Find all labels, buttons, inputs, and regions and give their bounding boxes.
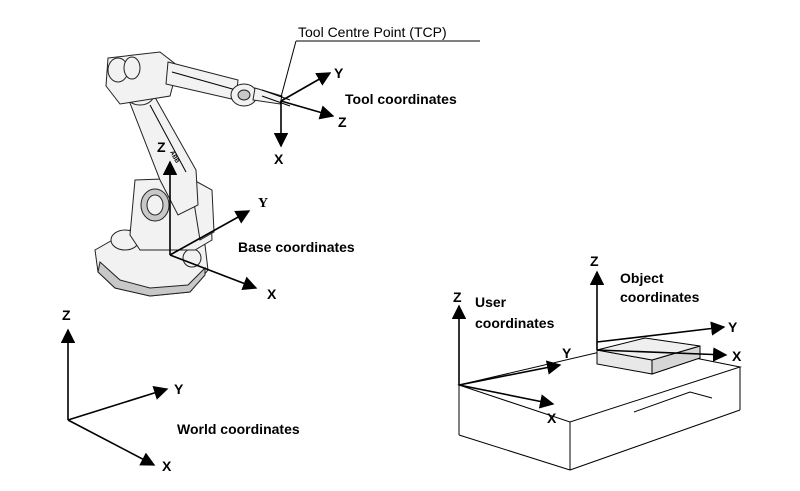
user-coordinates: Z Y X User coordinates: [451, 289, 572, 426]
tool-z-axis: [280, 100, 335, 120]
table-front-edge: [458, 434, 571, 471]
user-coordinates-label-line2: coordinates: [475, 315, 555, 331]
user-y-axis: [458, 360, 562, 386]
tcp-label: Tool Centre Point (TCP): [298, 24, 447, 40]
object-x-axis: [596, 347, 728, 362]
world-z-label: Z: [62, 307, 71, 323]
base-x-label: X: [267, 286, 277, 302]
user-x-label: X: [547, 410, 557, 426]
table-right-edge: [569, 409, 741, 471]
base-y-axis: [169, 210, 251, 256]
user-coordinates-label-line1: User: [475, 294, 507, 310]
object-coordinates-label-line1: Object: [620, 270, 664, 286]
user-y-label: Y: [562, 345, 572, 361]
object-y-label: Y: [728, 319, 738, 335]
object-z-label: Z: [590, 253, 599, 269]
tool-z-label: Z: [338, 114, 347, 130]
tool-x-label: X: [274, 151, 284, 167]
base-coordinates-label: Base coordinates: [238, 239, 355, 255]
tool-y-label: Y: [334, 65, 344, 81]
user-x-axis: [458, 384, 555, 409]
base-x-axis: [169, 254, 258, 291]
work-object: [596, 337, 701, 375]
object-coordinates-label-line2: coordinates: [620, 289, 700, 305]
world-coordinates-label: World coordinates: [177, 421, 300, 437]
world-y-label: Y: [174, 381, 184, 397]
base-coordinates: Z Y X Base coordinates: [157, 139, 355, 302]
robot-illustration: ABB: [94, 51, 291, 297]
tool-coordinates: Y Z X Tool coordinates: [273, 65, 457, 167]
user-z-label: Z: [453, 289, 462, 305]
world-x-label: X: [162, 458, 172, 474]
tcp-leader-line: [280, 40, 297, 98]
work-table: [457, 344, 742, 471]
object-y-axis: [596, 321, 726, 343]
object-coordinates: Z Y X Object coordinates: [589, 253, 742, 364]
robot-logo-text: ABB: [168, 150, 180, 165]
tool-y-axis: [280, 72, 332, 102]
base-y-label: Y: [258, 196, 268, 211]
world-coordinates: Z Y X World coordinates: [60, 307, 300, 474]
object-x-label: X: [732, 348, 742, 364]
table-back-edge: [633, 391, 713, 413]
tool-coordinates-label: Tool coordinates: [345, 91, 457, 107]
base-z-label: Z: [157, 139, 166, 155]
tcp-callout: Tool Centre Point (TCP): [280, 24, 480, 98]
world-x-axis: [67, 419, 156, 466]
world-y-axis: [67, 386, 169, 421]
